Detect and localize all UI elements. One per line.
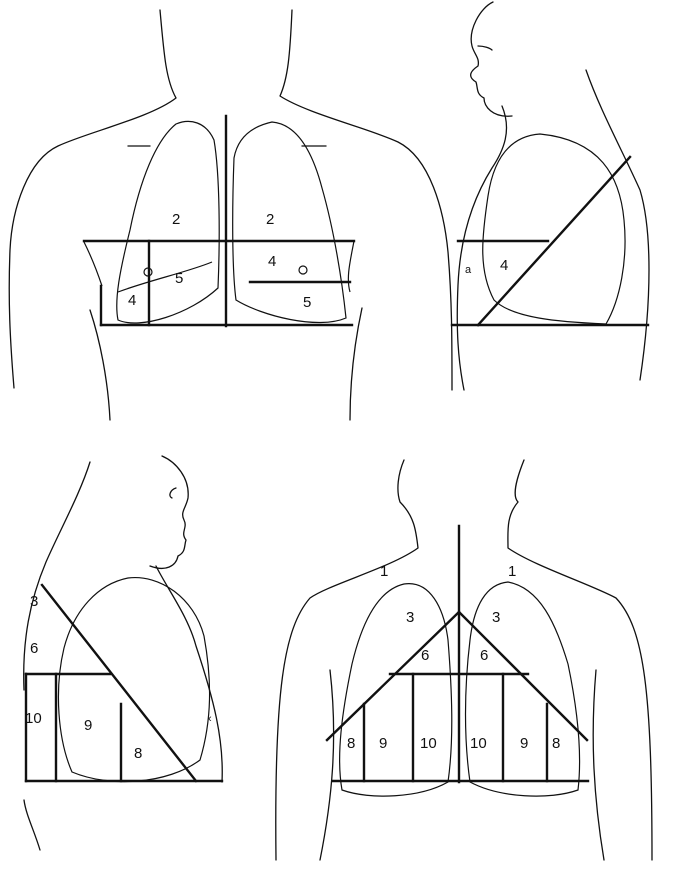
label-left-lateral-mark: ‹ xyxy=(208,713,212,725)
left-lateral-body-outline xyxy=(24,456,223,850)
left-lateral-segment-lines xyxy=(26,585,222,781)
anterior-body-outline xyxy=(9,10,452,420)
anterior-left-lung xyxy=(233,122,346,323)
label-posterior-l-sup: 6 xyxy=(421,647,429,664)
anterior-right-fissure xyxy=(118,262,212,292)
posterior-body-outline xyxy=(276,460,652,860)
label-left-lateral-anterior-basal: 8 xyxy=(134,745,142,762)
label-posterior-r10: 10 xyxy=(470,735,487,752)
label-posterior-l9: 9 xyxy=(379,735,387,752)
label-anterior-r-upper: 2 xyxy=(172,211,180,228)
label-anterior-l-upper: 2 xyxy=(266,211,274,228)
label-posterior-r8: 8 xyxy=(552,735,560,752)
anterior-view-panel: 2 2 4 5 4 5 xyxy=(9,10,452,420)
label-left-lateral-lateral-basal: 9 xyxy=(84,717,92,734)
label-posterior-l8: 8 xyxy=(347,735,355,752)
label-posterior-r-sup: 6 xyxy=(480,647,488,664)
label-posterior-r-apex: 1 xyxy=(508,563,516,580)
label-right-lateral-segment: 4 xyxy=(500,257,508,274)
posterior-view-panel: 1 1 3 3 6 6 8 9 10 10 9 8 xyxy=(276,460,652,860)
label-posterior-l-apex: 1 xyxy=(380,563,388,580)
label-left-lateral-apical: 3 xyxy=(30,593,38,610)
left-lateral-view-panel: 3 6 10 9 8 ‹ xyxy=(24,456,223,850)
label-right-lateral-small: a xyxy=(465,264,472,276)
anterior-right-breast-curve xyxy=(84,242,102,286)
label-anterior-l-sup-lingula: 4 xyxy=(268,253,276,270)
label-posterior-r-post: 3 xyxy=(492,609,500,626)
label-posterior-l-post: 3 xyxy=(406,609,414,626)
right-lateral-segment-lines xyxy=(452,157,648,325)
anterior-left-nipple xyxy=(299,266,307,274)
label-anterior-r-middle: 5 xyxy=(175,270,183,287)
label-left-lateral-superior: 6 xyxy=(30,640,38,657)
posterior-left-lung xyxy=(340,584,452,796)
right-lateral-view-panel: a 4 xyxy=(452,2,649,390)
label-posterior-l10: 10 xyxy=(420,735,437,752)
posterior-segment-lines xyxy=(327,612,588,781)
label-left-lateral-posterior-basal: 10 xyxy=(25,710,42,727)
posterior-right-lung xyxy=(466,582,580,796)
label-posterior-r9: 9 xyxy=(520,735,528,752)
anterior-left-breast-curve xyxy=(348,241,354,292)
label-anterior-r-lateral: 4 xyxy=(128,292,136,309)
label-anterior-l-inf-lingula: 5 xyxy=(303,294,311,311)
